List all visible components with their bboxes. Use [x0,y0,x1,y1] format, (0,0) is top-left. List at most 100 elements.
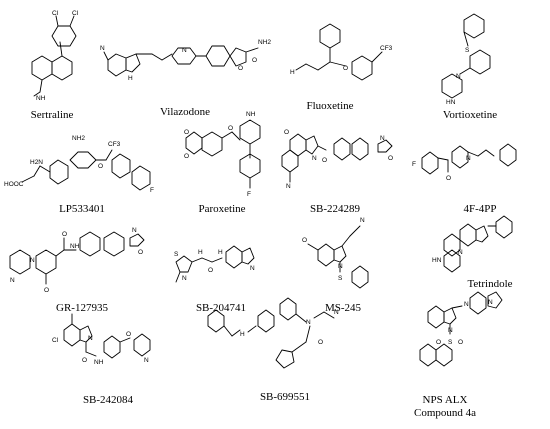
o-label: O [252,57,257,64]
n-label: N [100,45,105,52]
o-label: O [436,339,441,346]
n-label: N [448,327,453,334]
compound-name: LP533401 [59,203,105,215]
ms-245-structure: O N N S [302,217,369,289]
o-label: O [458,339,463,346]
compound-name: NPS ALX Compound 4a [414,394,476,420]
o-label: O [44,287,49,294]
f-label: F [247,191,251,198]
o-label: O [62,231,67,238]
o-label: O [318,339,323,346]
n-label: N [182,275,187,282]
sb-224289-structure: O N O N N O [281,129,393,190]
fluoxetine-structure: H O CF3 [290,23,393,81]
cf3-label: CF3 [380,45,393,52]
n-label: N [10,277,15,284]
nps-alx-structure: N S O O N N [419,291,503,367]
compound-name: SB-224289 [309,203,361,215]
o-label: O [184,129,189,136]
s-label: S [338,275,343,282]
nh-label: NH [94,359,104,366]
compound-name-line2: Compound 4a [413,407,477,419]
n-label: N [488,299,493,306]
nh-label: HN [432,257,442,264]
4f-4pp-structure: F O N [412,143,517,182]
n-label: N [306,319,311,326]
gr-127935-structure: O NH N N O N O [9,227,145,294]
cf3-label: CF3 [108,141,121,148]
cl-label: Cl [52,337,59,344]
o-label: O [98,163,103,170]
o-label: O [138,249,143,256]
o-label: O [322,157,327,164]
o-label: O [126,331,131,338]
n-label: N [338,263,343,270]
tetrindole-structure: N HN [432,215,513,273]
compound-name: Vortioxetine [442,109,498,121]
nh-label: HN [446,99,456,106]
o-label: O [302,237,307,244]
n-label: N [250,265,255,272]
n-label: N [380,135,385,142]
compound-name-line1: NPS ALX [422,394,468,406]
n-label: N [182,47,187,54]
compound-name: Vilazodone [159,106,211,118]
sb-242084-structure: Cl N O NH O N [52,313,151,366]
vortioxetine-structure: S N HN [441,13,491,106]
compound-name: Fluoxetine [306,100,354,112]
compound-name: GR-127935 [56,302,108,314]
o-label: O [343,65,348,72]
nh2-label: NH2 [72,135,85,142]
o-label: O [184,153,189,160]
o-label: O [388,155,393,162]
n-label: N [286,183,291,190]
n-label: N [88,335,93,342]
nh-label: H [198,249,203,256]
n-label: N [144,357,149,364]
compound-name: Paroxetine [198,203,246,215]
s-label: S [174,251,179,258]
compound-name: MS-245 [324,302,362,314]
compound-name: Sertraline [30,109,74,121]
cl-label: Cl [72,10,79,17]
n-label: N [464,301,469,308]
f-label: F [412,161,416,168]
compound-name: SB-204741 [195,302,247,314]
lp533401-structure: HOOC H2N NH2 CF3 O F [4,135,154,194]
nh-label: H [128,75,133,82]
n-label: N [312,155,317,162]
n-label: N [360,217,365,224]
paroxetine-structure: O O O NH F [184,111,261,198]
nh2-label: NH2 [258,39,271,46]
sb-204741-structure: S N H H O N [174,245,255,283]
cl-label: Cl [52,10,59,17]
f-label: F [150,187,154,194]
n-label: N [334,309,339,316]
n-label: N [458,249,463,256]
vilazodone-structure: N H N O NH2 O [100,39,271,82]
n-label: N [132,227,137,234]
nh-label: H [218,249,223,256]
hooc-label: HOOC [4,181,24,188]
nh-label: H [240,331,245,338]
o-label: O [208,267,213,274]
o-label: O [82,357,87,364]
o-label: O [446,175,451,182]
nh-label: NH [246,111,256,118]
s-label: S [465,47,470,54]
nh-label: NH [36,95,46,102]
n-label: N [466,155,471,162]
s-label: S [448,339,453,346]
compound-name: SB-699551 [259,391,311,403]
o-label: O [228,125,233,132]
o-label: O [284,129,289,136]
compound-name: Tetrindole [467,278,513,290]
nh-label: NH [70,243,80,250]
sb-699551-structure: H N N O [207,297,339,369]
compound-name: SB-242084 [82,394,134,406]
nh-label: H [290,69,295,76]
o-label: O [238,65,243,72]
nh2-label: H2N [30,159,43,166]
sertraline-structure: Cl Cl NH [31,10,79,102]
